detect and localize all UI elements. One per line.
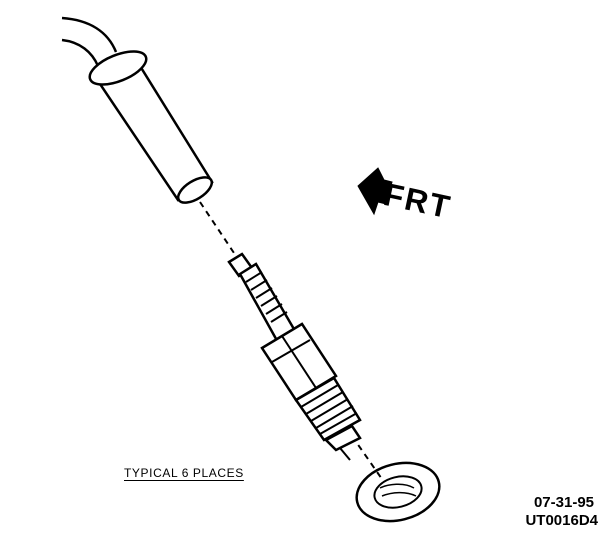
plug-wire-cable [61,16,118,67]
left-arrow-icon [357,167,393,216]
plug-wire-boot [88,50,214,204]
centerline [199,201,385,483]
figure-date: 07-31-95 [533,494,594,511]
plug-hole [355,461,441,523]
figure-code: UT0016D4 [525,512,598,529]
typical-places-caption: TYPICAL 6 PLACES [124,466,244,480]
spark-plug [227,252,362,461]
